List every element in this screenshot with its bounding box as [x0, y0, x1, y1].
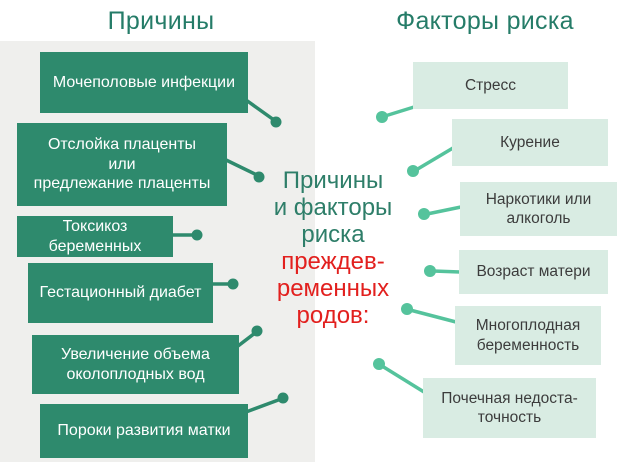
risk-box-maternal-age: Возраст матери	[459, 250, 608, 294]
connector-risk-1	[376, 105, 415, 123]
connector-risk-4	[424, 265, 461, 277]
center-title-teal-part: Причины и факторы риска	[273, 167, 393, 248]
center-title-red-part: преждев- ременных родов:	[276, 248, 390, 329]
connector-risk-6	[373, 358, 425, 394]
cause-box-gestational-diabetes: Гестационный диабет	[28, 263, 213, 323]
risk-box-renal-failure: Почечная недоста- точность	[423, 378, 596, 438]
cause-box-amniotic-fluid: Увеличение объема околоплодных вод	[32, 335, 239, 394]
risk-box-multiple-pregnancy: Многоплодная беременность	[455, 306, 601, 365]
causes-header: Причины	[107, 7, 215, 35]
risk-factors-header: Факторы риска	[396, 7, 574, 35]
cause-box-uterine-malformations: Пороки развития матки	[40, 404, 248, 458]
cause-box-placental-abruption: Отслойка плаценты или предлежание плацен…	[17, 123, 227, 206]
risk-box-smoking: Курение	[452, 119, 608, 166]
risk-box-stress: Стресс	[413, 62, 568, 109]
risk-box-drugs-alcohol: Наркотики или алкоголь	[460, 182, 617, 236]
connector-risk-3	[418, 205, 462, 220]
cause-box-toxicosis: Токсикоз беременных	[17, 216, 173, 257]
cause-box-urogenital-infections: Мочеполовые инфекции	[40, 52, 248, 113]
center-title: Причины и факторы риска преждев- ременны…	[243, 167, 423, 329]
